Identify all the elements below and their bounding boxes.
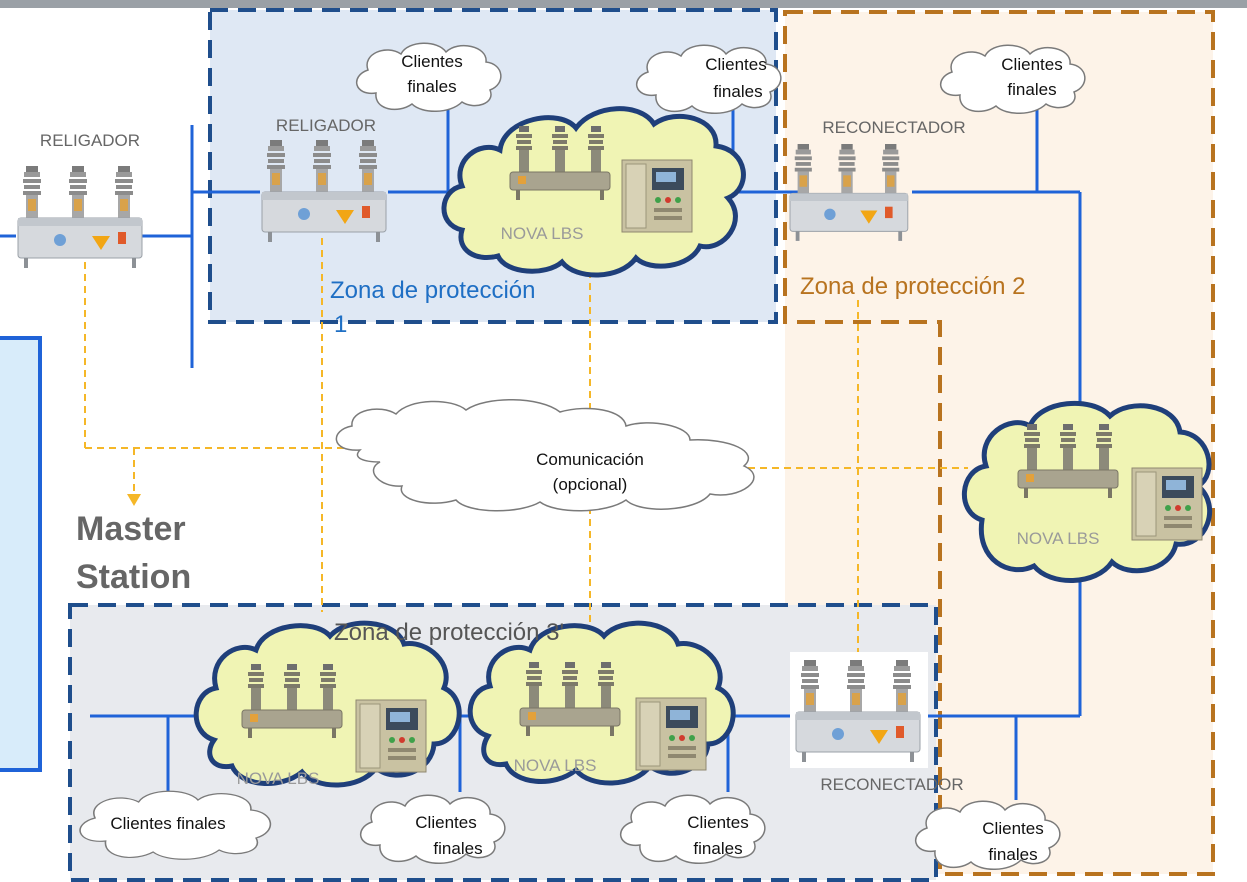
master-station-box <box>0 336 42 772</box>
control-cabinet-icon <box>635 697 707 771</box>
nova-lbs-c: NOVA LBS <box>193 620 462 788</box>
client-cloud-7: Clientes finales <box>914 800 1061 871</box>
control-cabinet-icon <box>355 699 427 773</box>
nova-lbs-b-label: NOVA LBS <box>1017 529 1100 548</box>
religador-label-zone1: RELIGADOR <box>276 116 376 135</box>
client-cloud-7-line2: finales <box>988 845 1037 864</box>
nova-lbs-switch-icon <box>519 661 621 737</box>
recloser-icon <box>795 659 921 763</box>
zone-3-label: Zona de protección 3' <box>334 619 564 646</box>
client-cloud-2-line2: finales <box>713 82 762 101</box>
reconectador-label-bottom: RECONECTADOR <box>820 775 963 794</box>
recloser-icon <box>261 139 387 243</box>
client-cloud-3-line2: finales <box>1007 80 1056 99</box>
client-cloud-6-line1: Clientes <box>687 813 748 832</box>
client-cloud-6: Clientes finales <box>619 794 766 865</box>
nova-lbs-a: NOVA LBS <box>441 106 746 278</box>
nova-lbs-switch-icon <box>241 663 343 739</box>
recloser-icon <box>17 165 143 269</box>
nova-lbs-d: NOVA LBS <box>467 620 736 786</box>
nova-lbs-a-label: NOVA LBS <box>501 224 584 243</box>
client-cloud-3: Clientes finales <box>939 44 1086 115</box>
top-rule <box>0 0 1247 8</box>
comm-label-line1: Comunicación <box>536 450 644 469</box>
zone-1-label-line2: 1 <box>334 311 347 338</box>
client-cloud-5-line1: Clientes <box>415 813 476 832</box>
client-cloud-2: Clientes finales <box>635 44 782 115</box>
master-station-line2: Station <box>76 558 191 596</box>
zone-1-label-line1: Zona de protección <box>330 277 535 304</box>
control-cabinet-icon <box>621 159 693 233</box>
client-cloud-1-line1: Clientes <box>401 52 462 71</box>
master-station-line1: Master <box>76 510 186 548</box>
recloser-icon <box>789 143 909 242</box>
nova-lbs-switch-icon <box>1017 423 1119 499</box>
religador-label-left: RELIGADOR <box>40 131 140 150</box>
client-cloud-5-line2: finales <box>433 839 482 858</box>
nova-lbs-switch-icon <box>509 125 611 201</box>
nova-lbs-b: NOVA LBS <box>962 400 1213 583</box>
master-arrow-icon <box>127 494 141 506</box>
client-cloud-1-line2: finales <box>407 77 456 96</box>
control-cabinet-icon <box>1131 467 1203 541</box>
reconectador-label-top: RECONECTADOR <box>822 118 965 137</box>
zone-2-border <box>783 10 1215 876</box>
client-cloud-2-line1: Clientes <box>705 55 766 74</box>
nova-lbs-d-label: NOVA LBS <box>514 756 597 775</box>
comm-label-line2: (opcional) <box>553 475 628 494</box>
client-cloud-5: Clientes finales <box>359 794 506 865</box>
client-cloud-6-line2: finales <box>693 839 742 858</box>
zone-2-label: Zona de protección 2 <box>800 273 1025 300</box>
client-cloud-3-line1: Clientes <box>1001 55 1062 74</box>
client-cloud-7-line1: Clientes <box>982 819 1043 838</box>
communication-cloud: Comunicación (opcional) <box>335 399 755 512</box>
client-cloud-4-label: Clientes finales <box>110 814 225 833</box>
client-cloud-1: Clientes finales <box>355 42 502 113</box>
nova-lbs-c-label: NOVA LBS <box>237 769 320 788</box>
